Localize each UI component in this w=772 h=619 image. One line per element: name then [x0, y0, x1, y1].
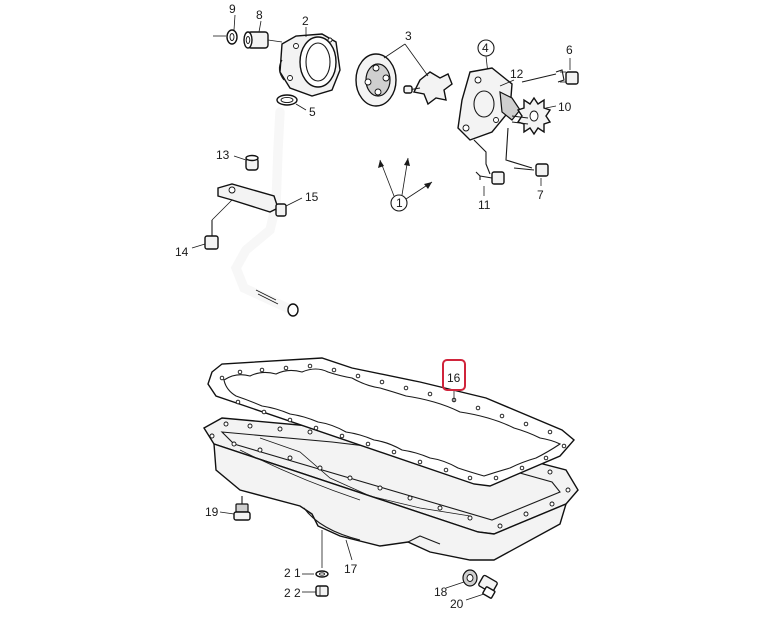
part-9-o-ring[interactable]: [213, 29, 238, 45]
callout-14: 14: [175, 245, 189, 259]
callout-20: 20: [450, 597, 464, 611]
callout-11: 11: [478, 198, 491, 212]
callout-9: 9: [229, 2, 236, 16]
part-20-drain-plug[interactable]: [478, 574, 498, 599]
part-19-bolt[interactable]: [233, 496, 251, 521]
part-16-oil-pan-gasket[interactable]: [207, 357, 575, 487]
part-22-plug[interactable]: [315, 585, 329, 597]
callout-16: 16: [447, 371, 461, 385]
part-10-sprocket[interactable]: [516, 96, 552, 136]
callout-8: 8: [256, 8, 263, 22]
highlight-box-16: [442, 359, 466, 391]
callout-10: 10: [558, 100, 572, 114]
callout-2: 2: [302, 14, 309, 28]
callout-6: 6: [566, 43, 573, 57]
part-3-rotors[interactable]: [355, 53, 453, 107]
callout-22: 2 2: [284, 586, 301, 600]
callout-12: 12: [510, 67, 524, 81]
callout-21: 2 1: [284, 566, 301, 580]
part-21-washer[interactable]: [315, 570, 329, 578]
part-2-pump-housing[interactable]: [278, 33, 341, 97]
callout-15: 15: [305, 190, 319, 204]
part-17-oil-pan[interactable]: [203, 417, 579, 561]
part-18-washer[interactable]: [462, 569, 478, 587]
callout-5: 5: [309, 105, 316, 119]
callout-4: 4: [482, 41, 489, 55]
part-7-bolt[interactable]: [505, 127, 549, 177]
part-4-pump-cover[interactable]: [457, 67, 521, 141]
callout-1: 1: [396, 196, 403, 210]
callout-13: 13: [216, 148, 230, 162]
part-6-bolt[interactable]: [521, 69, 579, 85]
callout-7: 7: [537, 188, 544, 202]
callout-17: 17: [344, 562, 358, 576]
part-11-bolt[interactable]: [473, 139, 505, 185]
part-5-seal[interactable]: [276, 94, 298, 106]
part-13-bushing[interactable]: [245, 154, 259, 171]
callout-18: 18: [434, 585, 448, 599]
callout-3: 3: [405, 29, 412, 43]
oil-pickup-tube[interactable]: [217, 107, 299, 317]
callout-19: 19: [205, 505, 219, 519]
part-8-sleeve[interactable]: [243, 31, 283, 49]
part-14-bolt[interactable]: [204, 199, 233, 250]
